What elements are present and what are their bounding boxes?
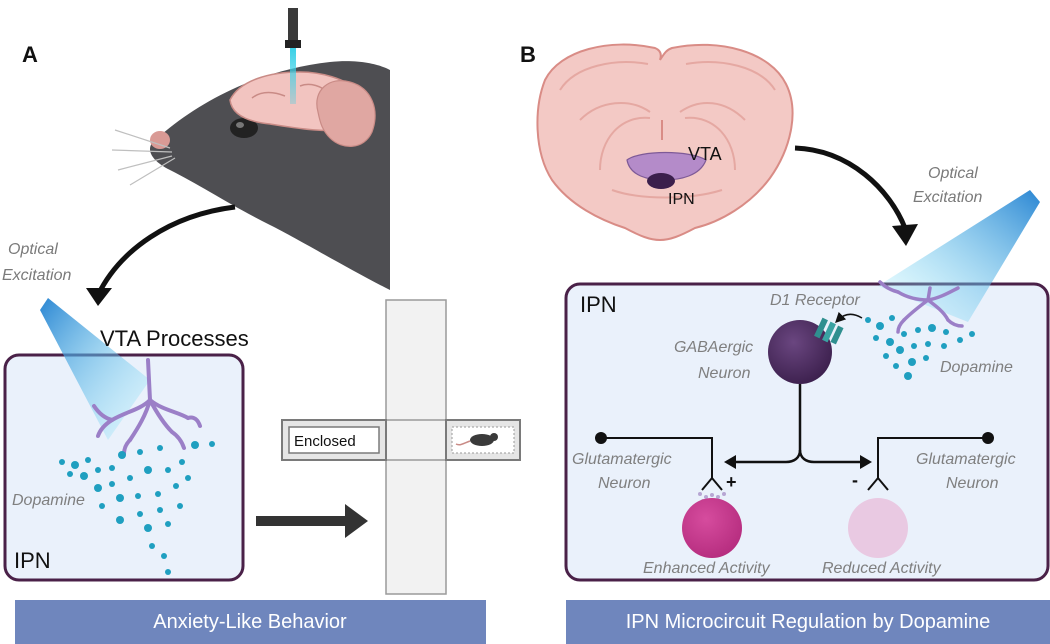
glut-left-axon bbox=[601, 437, 713, 478]
vta-processes-b bbox=[878, 280, 964, 334]
glut-right-line1: Glutamatergic bbox=[916, 451, 1016, 468]
glut-left-terminal bbox=[701, 476, 723, 491]
ipn-label-box-b: IPN bbox=[580, 292, 617, 317]
glut-left-line1: Glutamatergic bbox=[572, 451, 672, 468]
dopamine-label-a: Dopamine bbox=[12, 492, 85, 509]
optical-excitation-b-line1: Optical bbox=[928, 165, 978, 182]
dopamine-label-b: Dopamine bbox=[940, 359, 1013, 376]
glut-right-line2: Neuron bbox=[946, 475, 999, 492]
d1-receptor-arrow bbox=[835, 311, 863, 323]
panel-a-letter: A bbox=[22, 42, 38, 67]
enclosed-arm-label: Enclosed bbox=[294, 433, 356, 450]
curved-arrow-a bbox=[95, 204, 236, 297]
vta-label-brain: VTA bbox=[688, 144, 722, 164]
vta-processes-label: VTA Processes bbox=[100, 326, 249, 351]
axon-arrow-left bbox=[724, 455, 736, 469]
light-beam-b bbox=[878, 190, 1040, 322]
glut-left-line2: Neuron bbox=[598, 475, 651, 492]
optical-excitation-a-line2: Excitation bbox=[2, 267, 71, 284]
d1-receptor-label: D1 Receptor bbox=[770, 292, 860, 309]
gabaergic-label-line1: GABAergic bbox=[674, 339, 753, 356]
glut-right-axon bbox=[877, 437, 988, 478]
ipn-label-a: IPN bbox=[14, 548, 51, 573]
ipn-box-a bbox=[3, 353, 245, 582]
d1-receptor-icon bbox=[814, 317, 844, 345]
glut-right-terminal bbox=[867, 476, 889, 491]
curved-arrow-b bbox=[794, 145, 908, 229]
enhanced-activity-label: Enhanced Activity bbox=[643, 560, 771, 577]
axon-arrow-right bbox=[860, 455, 872, 469]
vta-processes-branches bbox=[92, 358, 202, 456]
minus-sign: - bbox=[852, 470, 858, 490]
behavior-arrow-shaft bbox=[256, 516, 350, 526]
gabaergic-axon bbox=[734, 384, 862, 464]
elevated-plus-maze bbox=[281, 299, 521, 595]
curved-arrow-a-head bbox=[86, 288, 112, 306]
panel-b-letter: B bbox=[520, 42, 536, 67]
enhanced-activity-neuron bbox=[682, 498, 742, 558]
plus-sign: + bbox=[726, 472, 737, 492]
dopamine-dots-b bbox=[865, 315, 975, 380]
dopamine-dots-a bbox=[59, 441, 215, 575]
banner-b-text: IPN Microcircuit Regulation by Dopamine bbox=[626, 611, 991, 633]
mouse-head-illustration bbox=[111, 8, 390, 291]
curved-arrow-b-head bbox=[892, 224, 918, 246]
reduced-activity-neuron bbox=[848, 498, 908, 558]
coronal-brain-section bbox=[536, 43, 794, 242]
banner-b bbox=[566, 600, 1050, 644]
optical-excitation-a-line1: Optical bbox=[8, 241, 58, 258]
banner-a-text: Anxiety-Like Behavior bbox=[153, 611, 347, 633]
ipn-label-brain: IPN bbox=[668, 191, 695, 208]
light-beam-a bbox=[40, 298, 150, 440]
banner-a bbox=[15, 600, 486, 644]
behavior-arrow-head bbox=[345, 504, 368, 538]
reduced-activity-label: Reduced Activity bbox=[822, 560, 942, 577]
gabaergic-label-line2: Neuron bbox=[698, 365, 751, 382]
optical-excitation-b-line2: Excitation bbox=[913, 189, 982, 206]
